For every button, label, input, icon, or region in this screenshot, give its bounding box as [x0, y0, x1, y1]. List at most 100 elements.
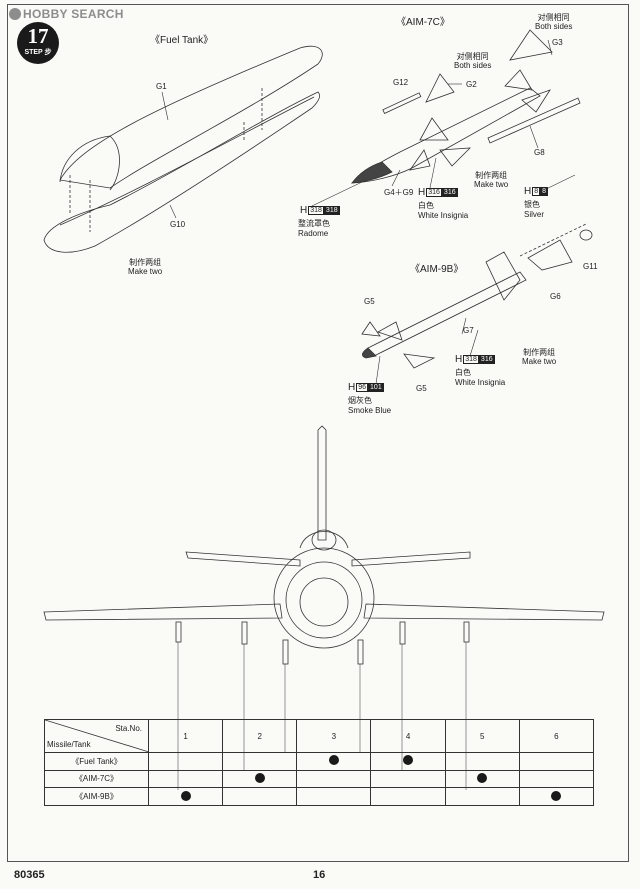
part-g2: G2 [466, 80, 477, 89]
pylon-5 [399, 621, 406, 645]
aim9b-seeker [362, 347, 377, 359]
page-frame [7, 4, 629, 862]
aim9b-make-two: 制作两组 Make two [522, 348, 557, 367]
leader-g10 [169, 204, 177, 219]
part-g8: G8 [534, 148, 545, 157]
station-cell-4 [370, 752, 446, 771]
part-g12: G12 [393, 78, 409, 87]
aim7c-mid-fin-top [419, 117, 449, 141]
station-cell-3 [296, 769, 372, 789]
hobby-search-logo-icon [9, 8, 21, 20]
leader-white-aim7 [429, 157, 437, 189]
part-g7: G7 [463, 326, 474, 335]
table-row: 《AIM-9B》 [44, 787, 595, 806]
station-cell-6 [518, 787, 595, 806]
station-cell-5 [444, 787, 520, 806]
fuel-tank-drawing [43, 45, 323, 253]
leader-smoke-blue [375, 355, 381, 385]
aim7c-g8-rod [487, 97, 581, 144]
leader-g8 [529, 125, 539, 149]
table-row: 《AIM-7C》 [44, 769, 595, 789]
fit-marker-dot-icon [477, 772, 488, 783]
g2-both-sides: 对侧相同 Both sides [454, 52, 492, 71]
station-cell-6 [518, 752, 595, 771]
station-cell-1 [147, 752, 224, 771]
part-g3: G3 [552, 38, 563, 47]
row-label: 《AIM-7C》 [44, 769, 149, 789]
caption-white-aim7: 白色 White Insignia [418, 201, 469, 220]
part-g5-b: G5 [416, 384, 427, 393]
fit-marker-dot-icon [180, 790, 191, 801]
leader-radome [311, 181, 363, 207]
wing-right [363, 603, 605, 621]
part-g5-a: G5 [364, 297, 375, 306]
aim9b-drawing [361, 223, 593, 385]
station-cell-5 [444, 752, 520, 771]
leader-g1 [161, 91, 169, 121]
leader-g3 [547, 39, 553, 56]
station-cell-6 [518, 769, 595, 789]
fuel-tank-title: 《Fuel Tank》 [150, 35, 214, 46]
pylon-2 [241, 621, 248, 645]
header-station-number: Sta.No. [115, 724, 142, 733]
aim9b-g11-cap [579, 229, 593, 241]
aim9b-canard-g5 [403, 353, 436, 369]
aim7c-g2-fin [425, 73, 455, 103]
page-number: 16 [313, 869, 326, 881]
fuel-tank-upper-half [59, 45, 323, 189]
header-missile-tank: Missile/Tank [47, 740, 91, 749]
fuselage-intake [299, 577, 349, 627]
aim7c-make-two: 制作两组 Make two [474, 171, 509, 190]
caption-radome: 整流罩色 Radome [298, 219, 330, 238]
caption-smoke-blue: 烟灰色 Smoke Blue [348, 396, 392, 415]
pylon-6 [463, 621, 470, 643]
station-header-5: 5 [444, 719, 520, 753]
watermark-text: HOBBY SEARCH [23, 7, 124, 21]
aim9b-guide [519, 223, 587, 257]
fit-marker-dot-icon [551, 790, 562, 801]
aim7c-radome [351, 161, 393, 184]
station-cell-3 [296, 787, 372, 806]
fuel-tank-lower-inner-edge [59, 96, 315, 226]
part-g11: G11 [583, 262, 598, 271]
table-corner-header: Sta.No. Missile/Tank [44, 719, 149, 753]
fuselage-outline [273, 547, 375, 649]
canopy [299, 531, 349, 549]
aim9b-title: 《AIM-9B》 [410, 264, 464, 275]
station-cell-4 [370, 787, 446, 806]
station-header-6: 6 [518, 719, 595, 753]
fit-marker-dot-icon [328, 755, 339, 766]
aim7c-g3-fin [509, 29, 553, 61]
leader-white-aim9 [469, 329, 479, 357]
station-cell-3 [296, 752, 372, 771]
step-badge: 17 STEP 步 [17, 22, 59, 64]
aim7c-mid-fin-low [409, 149, 431, 171]
station-header-3: 3 [296, 719, 372, 753]
vertical-tail [317, 425, 327, 541]
aim7c-drawing [311, 29, 581, 207]
canopy-frame [311, 529, 337, 551]
aim9b-rear-fin [485, 251, 521, 301]
station-cell-4 [370, 769, 446, 789]
aim9b-body [367, 271, 527, 357]
station-cell-2 [222, 769, 298, 789]
fuselage-intake-ring [285, 561, 363, 639]
leader-g7 [461, 317, 467, 335]
aim7c-mid-fin-side [439, 147, 472, 167]
row-label: 《AIM-9B》 [44, 787, 149, 806]
part-g10: G10 [170, 220, 186, 229]
part-g6: G6 [550, 292, 561, 301]
watermark: HOBBY SEARCH [9, 6, 124, 22]
g3-both-sides: 对侧相同 Both sides [535, 13, 573, 32]
station-loadout-table: Sta.No. Missile/Tank 1 2 3 4 5 6 《Fuel T… [44, 719, 595, 806]
pylon-4 [357, 639, 364, 665]
step-word: STEP 步 [24, 49, 52, 56]
station-cell-5 [444, 769, 520, 789]
station-cell-2 [222, 752, 298, 771]
aim9b-g6-fin [527, 239, 573, 271]
aim7c-rear-fin-top [504, 69, 533, 91]
